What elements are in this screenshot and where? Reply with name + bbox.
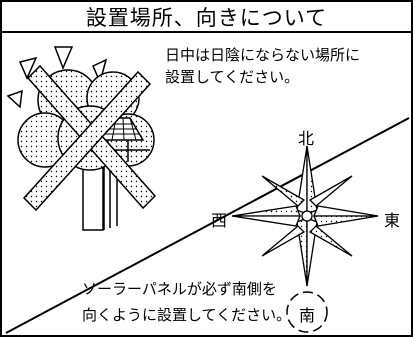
compass-south-label: 南 [299, 306, 316, 325]
south-highlight-circle [286, 291, 328, 333]
shade-note-line1: 日中は日陰にならない場所に [165, 46, 361, 64]
compass-west-label: 西 [211, 211, 228, 230]
prohibited-cross-icon [22, 64, 157, 212]
compass-rose-icon [231, 145, 379, 287]
south-note-line1: ソーラーパネルが必ず南側を [82, 280, 277, 298]
title-bar: 設置場所、向きについて [2, 2, 411, 33]
shade-note-line2: 設置してください。 [165, 68, 300, 86]
page-title: 設置場所、向きについて [85, 5, 328, 30]
sun-rays-icon [6, 46, 108, 109]
south-note-line2: 向くように設置してください。 [82, 306, 292, 324]
diagonal-divider [5, 117, 410, 334]
compass-north-label: 北 [298, 129, 315, 148]
compass-east-label: 東 [384, 211, 401, 230]
